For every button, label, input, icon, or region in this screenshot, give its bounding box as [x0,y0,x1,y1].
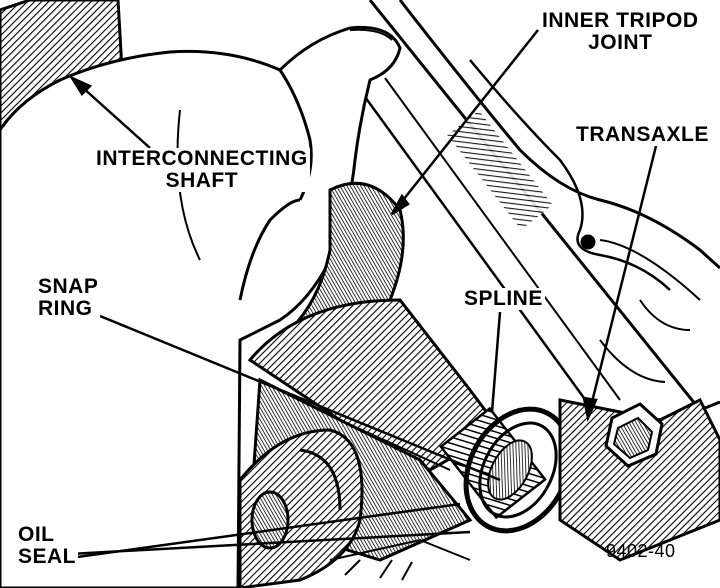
label-oil-line2: SEAL [18,545,77,568]
leader-inner-tripod [391,29,539,215]
label-oil-line1: OIL [18,523,55,546]
label-spline-text: SPLINE [464,287,543,310]
leader-snap-ring [99,314,501,482]
label-transaxle: TRANSAXLE [574,124,711,146]
lower-housing [238,428,471,588]
label-inner-tripod-line1: INNER TRIPOD [542,9,699,32]
label-spline: SPLINE [462,288,545,310]
label-interconnecting-line1: INTERCONNECTING [96,147,308,170]
label-interconnecting-shaft: INTERCONNECTING SHAFT [94,148,310,192]
label-snap-ring: SNAP RING [36,275,101,320]
label-snap-line1: SNAP [38,275,99,298]
leader-spline [490,311,502,413]
leader-lines [68,29,658,560]
leader-oil-seal-1 [69,530,471,556]
leader-transaxle [586,145,658,419]
label-interconnecting-line2: SHAFT [165,169,239,192]
label-transaxle-text: TRANSAXLE [576,123,709,146]
label-inner-tripod-line2: JOINT [588,31,653,54]
label-oil-seal: OIL SEAL [16,523,79,568]
transaxle-flange [558,397,720,562]
label-snap-line2: RING [38,297,93,320]
leader-oil-seal-2 [69,502,461,560]
figure-number: 9402-40 [606,541,676,561]
label-inner-tripod-joint: INNER TRIPOD JOINT [540,10,701,54]
